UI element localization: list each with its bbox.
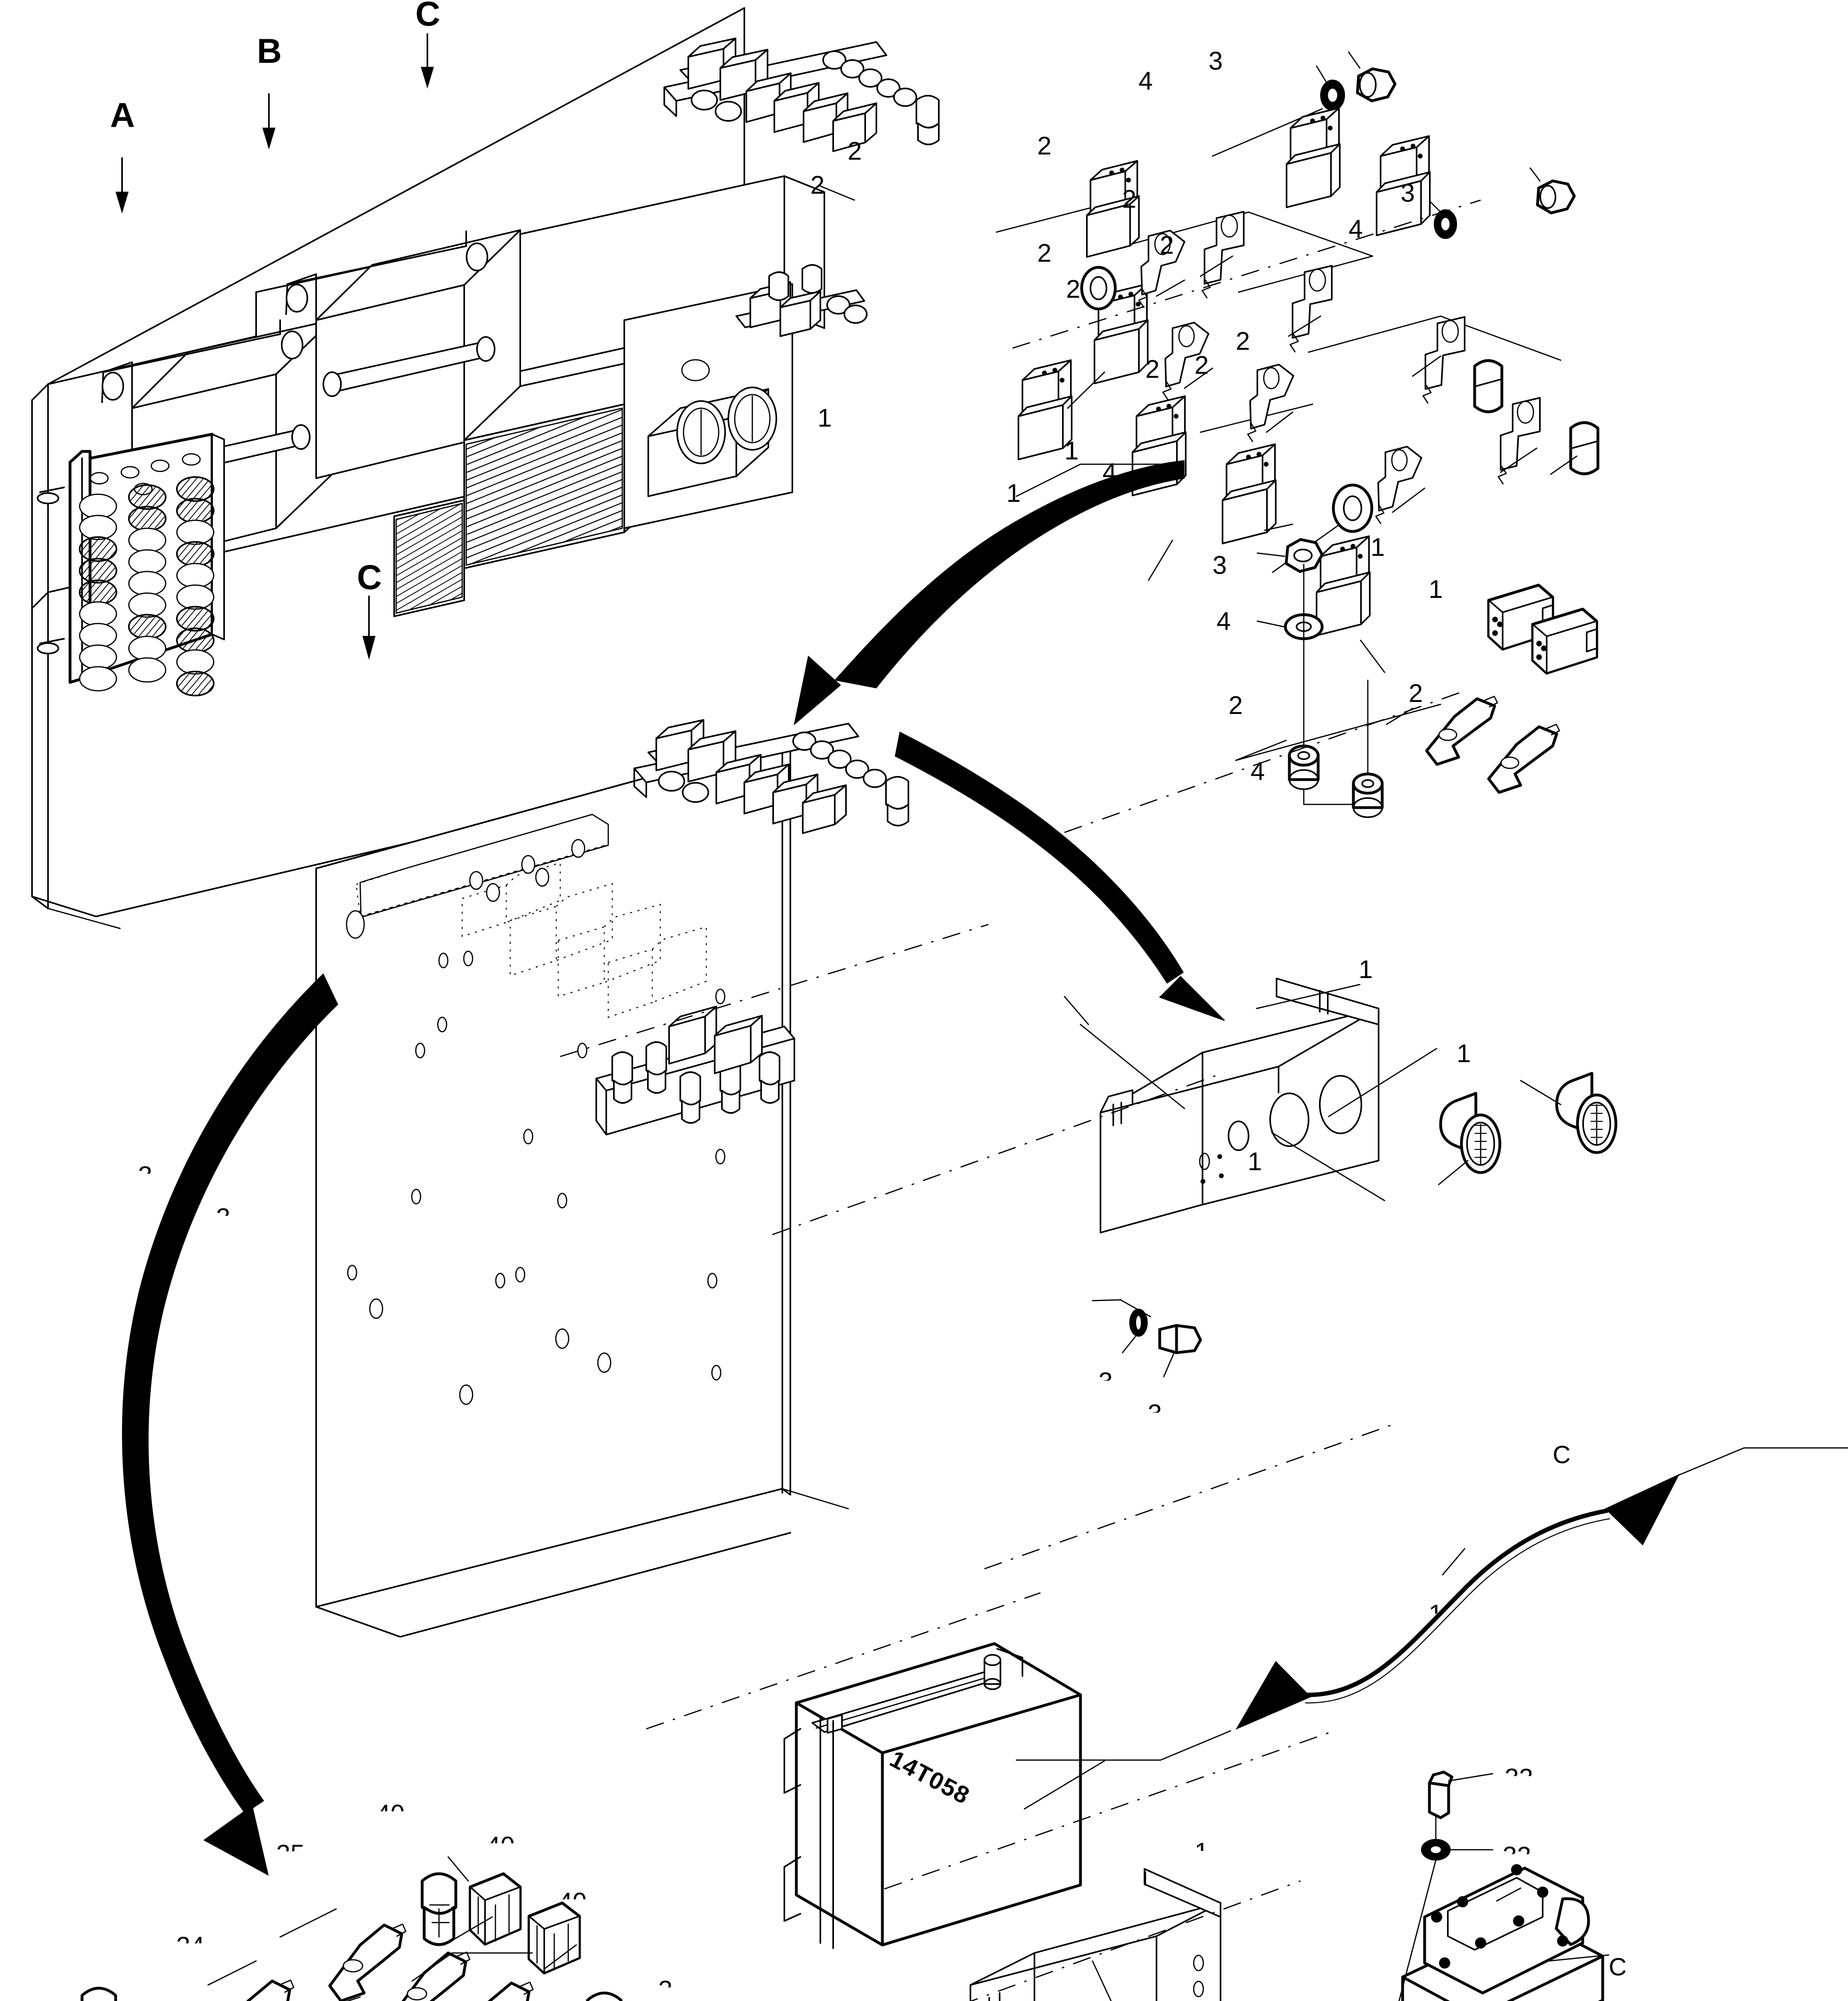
- ref-4-washer-mid: 4: [1217, 607, 1231, 636]
- ref-40-conn-c: 40: [558, 1889, 592, 1899]
- section-marker-a: A: [110, 96, 135, 134]
- sensor-module: [1401, 1864, 1609, 2001]
- ref-2-lug-c: 2: [1037, 239, 1052, 267]
- ref-1-cable-a: 1: [1637, 1487, 1651, 1516]
- ref-1-bracket-vert: 1: [1195, 1839, 1227, 1851]
- ref-4-bushing-mid: 4: [1251, 757, 1265, 786]
- ref-32-bolt: 32: [1505, 1765, 1539, 1776]
- cover-bracket-assembly: [1064, 978, 1618, 1377]
- ref-24-lug-a: 24: [176, 1933, 210, 1943]
- ref-2-lug-i: 2: [1195, 351, 1209, 379]
- detail-bottom-left-group: [80, 1856, 623, 2001]
- bottom-connector-pair: [469, 1872, 581, 1975]
- bushing-group: [1080, 266, 1599, 475]
- ref-3-nut-a: 3: [1209, 46, 1223, 75]
- ref-1-grommet-a: 1: [1457, 1039, 1471, 1068]
- ref-2-lug-b: 2: [848, 136, 862, 165]
- lower-panel-assembly: [315, 719, 909, 1638]
- ref-3-panel-b: 3: [216, 1205, 232, 1216]
- detail-connector-pair: [1235, 538, 1598, 818]
- ref-3-panel-a: 3: [138, 1163, 154, 1174]
- control-module: [784, 1642, 1105, 1949]
- main-panel-assembly: [31, 7, 940, 929]
- ref-2-lug-mid-b: 2: [1409, 679, 1423, 708]
- boot-relay-cluster: [595, 1006, 795, 1135]
- mounting-bracket-assembly: [970, 1770, 1609, 2001]
- boot-group: [80, 1872, 623, 2001]
- ref-1-connector-a: 1: [1371, 533, 1385, 561]
- ref-3-nut-bl: 3: [658, 1977, 675, 1987]
- ref-4-washer-c: 4: [1102, 458, 1117, 487]
- ref-1-cover-bracket: 1: [1359, 955, 1373, 984]
- ref-1-cable-b: 1: [1429, 1601, 1465, 1614]
- ref-32-washer: 32: [1503, 1843, 1537, 1854]
- mid-terminal-group: [736, 264, 868, 337]
- section-marker-c-cable: C: [1553, 1441, 1571, 1469]
- section-marker-c-top: C: [415, 0, 441, 33]
- ref-2-lug-f: 2: [1122, 184, 1136, 213]
- ref-40-conn-b: 40: [486, 1833, 520, 1843]
- ref-25-lug-a: 25: [276, 1841, 310, 1851]
- ref-2-lug-a: 2: [810, 170, 825, 199]
- ref-3-nut-mid: 3: [1213, 551, 1227, 579]
- ref-2-lug-h: 2: [1145, 355, 1160, 383]
- ref-4-washer-b: 4: [1349, 215, 1363, 243]
- ref-1-relay-a: 1: [818, 403, 832, 432]
- ref-2-lug-j: 2: [1236, 327, 1250, 355]
- section-dash-lines: [560, 199, 1481, 2001]
- ref-2-lug-mid-a: 2: [1229, 691, 1243, 720]
- section-marker-b: B: [257, 32, 282, 70]
- section-marker-c-sensor: C: [1609, 1953, 1627, 1981]
- ref-2-lug-e: 2: [1066, 275, 1080, 303]
- ref-3-nut-b: 3: [1401, 178, 1415, 207]
- ref-4-washer-a: 4: [1138, 66, 1153, 95]
- ref-1-relay-c: 1: [1064, 436, 1079, 465]
- ref-2-lug-d: 2: [1037, 131, 1052, 160]
- cable-harness: [1016, 1447, 1848, 1761]
- ref-3-clip-b: 3: [1148, 1401, 1165, 1413]
- lock-washer-right: [1424, 195, 1457, 239]
- ref-40-conn-a: 40: [376, 1801, 410, 1811]
- hex-nut-right: [1529, 167, 1576, 215]
- top-terminal-rail: [663, 38, 940, 152]
- lug-strap-group: [1138, 211, 1541, 524]
- ref-3-clip-a: 3: [1098, 1369, 1116, 1381]
- bottom-lug-group: [246, 1923, 534, 2001]
- lower-terminal-rail: [633, 719, 909, 834]
- perforated-vent-plate: [37, 433, 225, 696]
- ref-1-grommet-b: 1: [1248, 1147, 1262, 1176]
- swoosh-arrows: [122, 460, 1225, 1876]
- hex-nut-top: [1348, 51, 1397, 102]
- section-marker-c-lower: C: [357, 558, 382, 597]
- section-marker-arrows: [115, 33, 434, 660]
- ref-1-connector-b: 1: [1429, 575, 1443, 604]
- ref-2-lug-g: 2: [1160, 231, 1174, 259]
- ref-1-relay-b: 1: [1006, 479, 1021, 507]
